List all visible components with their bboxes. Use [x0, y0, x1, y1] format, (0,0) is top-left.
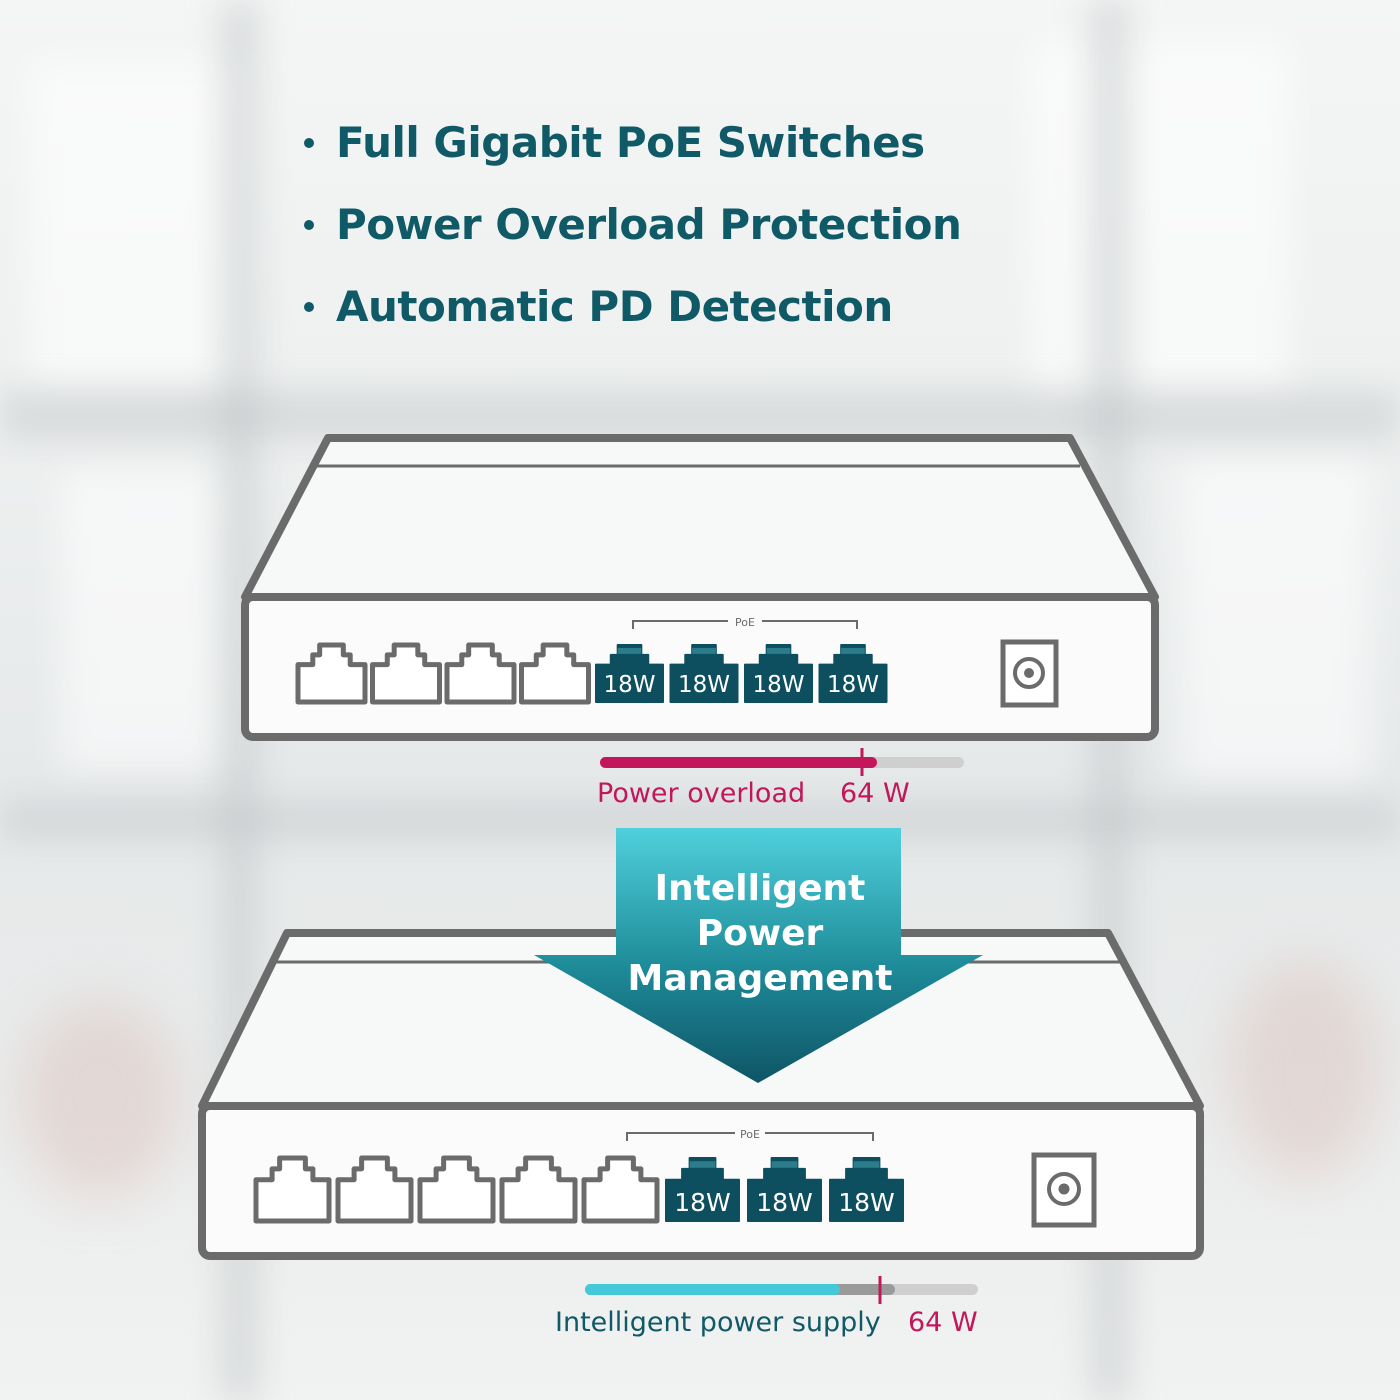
- top-port: [669, 644, 739, 703]
- top-port: [370, 642, 442, 705]
- top-port: [595, 644, 664, 703]
- top-port-row: 18W 18W 18W 18W: [295, 642, 888, 705]
- feature-list: Full Gigabit PoE Switches Power Overload…: [300, 112, 962, 358]
- bottom-budget-value: 64 W: [908, 1307, 978, 1338]
- top-power-jack-ring: [1013, 657, 1045, 689]
- top-port-wattage: 18W: [603, 672, 655, 698]
- bottom-port: [829, 1157, 904, 1222]
- top-port: [744, 644, 813, 703]
- top-poe-label: PoE: [735, 616, 755, 629]
- bottom-port: [417, 1155, 496, 1224]
- bottom-port: [253, 1155, 332, 1224]
- bottom-port: [665, 1157, 740, 1222]
- top-port-wattage: 18W: [827, 672, 879, 698]
- bottom-power-jack: [1031, 1152, 1097, 1228]
- top-power-jack-pin: [1024, 668, 1034, 678]
- arrow-label-line: Power: [696, 913, 824, 954]
- bottom-power-jack-pin: [1058, 1183, 1070, 1195]
- bottom-port: [499, 1155, 578, 1224]
- power-overload-label: Power overload: [597, 778, 806, 809]
- top-port: [444, 642, 517, 705]
- bullet-icon: [304, 138, 314, 148]
- top-port-wattage: 18W: [678, 672, 730, 698]
- bottom-power-jack-ring: [1047, 1172, 1081, 1206]
- bottom-port-wattage: 18W: [838, 1188, 895, 1217]
- top-switch-lid: [241, 434, 1159, 601]
- bottom-port: [581, 1155, 660, 1224]
- top-port: [818, 644, 888, 703]
- supply-meter-fill: [585, 1284, 840, 1295]
- top-port: [519, 642, 591, 705]
- arrow-label-line: Management: [627, 958, 893, 999]
- arrow-label: Intelligent Power Management: [610, 866, 910, 1001]
- top-port-pins: [617, 647, 642, 654]
- bullet-icon: [304, 302, 314, 312]
- feature-text: Full Gigabit PoE Switches: [336, 118, 925, 167]
- feature-text: Power Overload Protection: [336, 200, 962, 249]
- bottom-port-pins: [771, 1161, 798, 1168]
- bottom-port-wattage: 18W: [756, 1188, 813, 1217]
- top-port-pins: [766, 647, 791, 654]
- top-switch: PoE 18W 18W 18W 18W: [241, 434, 1159, 741]
- supply-meter: [585, 1276, 978, 1304]
- bottom-poe-label: PoE: [740, 1128, 760, 1141]
- top-port: [295, 642, 368, 705]
- feature-item: Power Overload Protection: [300, 194, 962, 276]
- bullet-icon: [304, 220, 314, 230]
- bottom-port: [747, 1157, 822, 1222]
- top-port-pins: [692, 647, 716, 654]
- intelligent-supply-label: Intelligent power supply: [555, 1307, 881, 1338]
- feature-item: Automatic PD Detection: [300, 276, 961, 358]
- top-port-pins: [841, 647, 865, 654]
- bottom-port-pins: [689, 1161, 716, 1168]
- top-budget-value: 64 W: [840, 778, 910, 809]
- bottom-poe-bracket: [626, 1132, 874, 1141]
- intelligent-management-arrow: [534, 828, 983, 1083]
- bottom-port-row: 18W 18W 18W: [253, 1155, 904, 1224]
- feature-text: Automatic PD Detection: [336, 282, 893, 331]
- top-port-wattage: 18W: [752, 672, 804, 698]
- bottom-port-wattage: 18W: [674, 1188, 731, 1217]
- feature-item: Full Gigabit PoE Switches: [300, 112, 961, 194]
- bottom-port-pins: [853, 1161, 880, 1168]
- overload-meter-fill: [600, 757, 877, 768]
- top-poe-bracket: [632, 620, 858, 629]
- overload-meter: [600, 748, 964, 776]
- arrow-label-line: Intelligent: [654, 868, 866, 909]
- bottom-port: [335, 1155, 414, 1224]
